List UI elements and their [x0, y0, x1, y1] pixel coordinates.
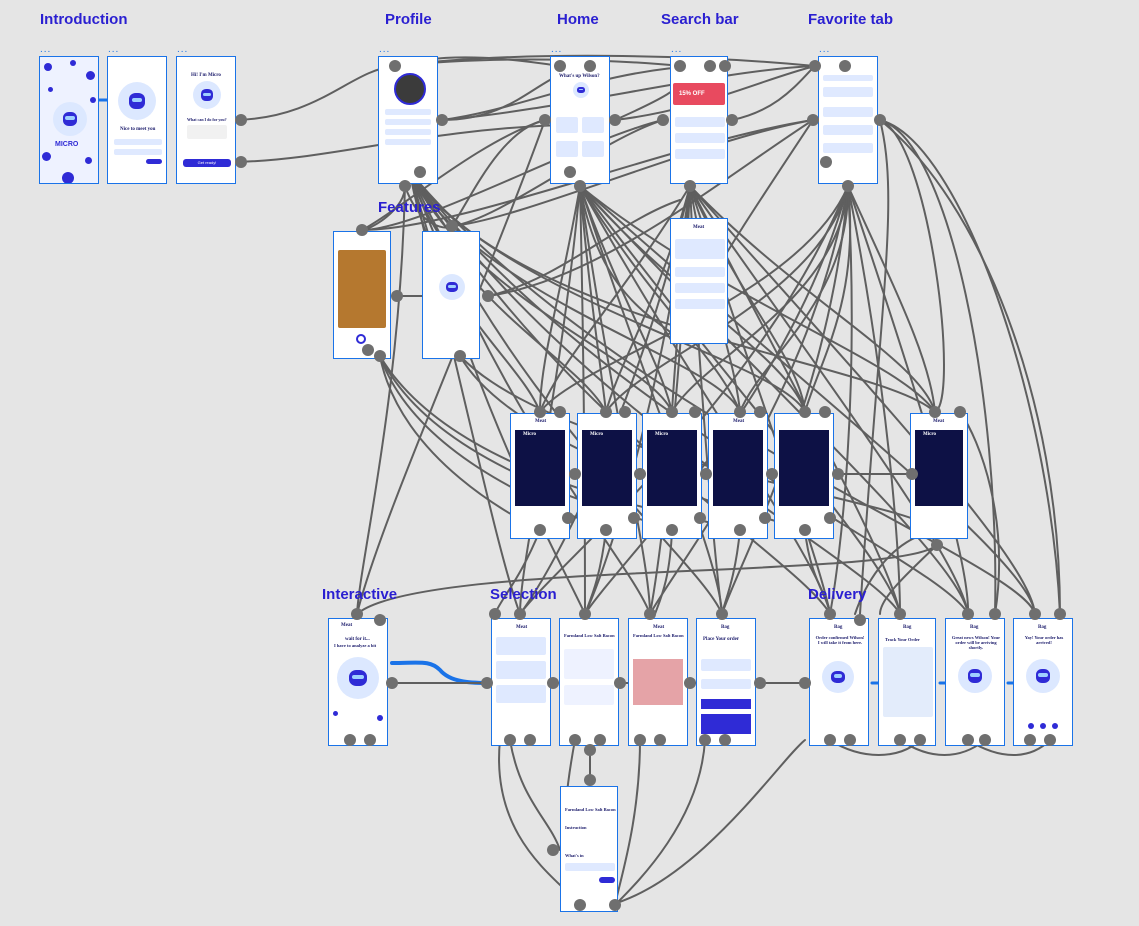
robot-mascot-icon [1026, 659, 1060, 693]
question-text: What can I do for you? [187, 117, 227, 122]
screen-interactive[interactable]: Meat wait for it... I have to analyze a … [328, 618, 388, 746]
track-title: Track Your Order [885, 637, 920, 642]
robot-mascot-icon [822, 661, 854, 693]
frame-menu-icon[interactable]: ... [551, 44, 563, 55]
great-news-text: Great news Wilson! Your order will be ar… [951, 635, 1001, 650]
screen-selection-list[interactable]: Meat [491, 618, 551, 746]
screen-meat-6[interactable]: Meat Micro [910, 413, 968, 539]
screen-meat-3[interactable]: Micro [642, 413, 702, 539]
product-title: Farmland Low Salt Bacon [564, 633, 615, 638]
confirmed-text: Order confirmed Wilson! I will take it f… [815, 635, 865, 645]
micro-label: Micro [523, 432, 536, 437]
robot-mascot-icon [193, 81, 221, 109]
bag-title: Bag [970, 625, 979, 630]
section-label-favorite-tab: Favorite tab [808, 11, 894, 28]
section-label-profile: Profile [385, 11, 432, 28]
place-order-title: Place Your order [703, 637, 740, 642]
robot-mascot-icon [53, 102, 87, 136]
section-label-home: Home [557, 11, 599, 28]
section-label-delivery: Delivery [808, 586, 867, 603]
wait-text: wait for it... [345, 637, 370, 642]
greeting-text: Hi! I'm Micro [191, 73, 221, 78]
robot-mascot-icon [337, 657, 379, 699]
frame-menu-icon[interactable]: ... [40, 44, 52, 55]
logo-text: MICRO [55, 141, 79, 148]
product-title: Farmland Low Salt Bacon [565, 807, 616, 812]
nice-to-meet-text: Nice to meet you [120, 127, 156, 132]
frame-menu-icon[interactable]: ... [379, 44, 391, 55]
screen-product-detail[interactable]: Farmland Low Salt Bacon Instruction What… [560, 786, 618, 912]
screen-feature-camera[interactable] [333, 231, 391, 359]
bag-title: Bag [903, 625, 912, 630]
frame-menu-icon[interactable]: ... [671, 44, 683, 55]
meat-title: Meat [535, 419, 547, 424]
screen-place-order[interactable]: Bag Place Your order [696, 618, 756, 746]
screen-intro-greeting[interactable]: Hi! I'm Micro What can I do for you? Get… [176, 56, 236, 184]
frame-menu-icon[interactable]: ... [819, 44, 831, 55]
screen-arrived[interactable]: Bag Yay! Your order has arrived! [1013, 618, 1073, 746]
arrived-text: Yay! Your order has arrived! [1024, 635, 1064, 645]
product-title: Farmland Low Salt Bacon [633, 633, 684, 638]
screen-track-order[interactable]: Bag Track Your Order [878, 618, 936, 746]
section-label-selection: Selection [490, 586, 557, 603]
bag-title: Bag [721, 625, 730, 630]
section-label-introduction: Introduction [40, 11, 128, 28]
screen-home[interactable]: What's up Wilson? [550, 56, 610, 184]
section-label-search-bar: Search bar [661, 11, 739, 28]
meat-title: Meat [933, 419, 945, 424]
screen-arriving[interactable]: Bag Great news Wilson! Your order will b… [945, 618, 1005, 746]
screen-meat-4[interactable]: Meat [708, 413, 768, 539]
screen-selection-product[interactable]: Farmland Low Salt Bacon [559, 618, 619, 746]
micro-label: Micro [923, 432, 936, 437]
screen-order-confirmed[interactable]: Bag Order confirmed Wilson! I will take … [809, 618, 869, 746]
screen-search-results[interactable]: Meat [670, 218, 728, 344]
promo-banner-text: 15% OFF [679, 91, 705, 97]
home-headline: What's up Wilson? [559, 74, 600, 79]
instruction-heading: Instruction [565, 825, 587, 830]
screen-meat-5[interactable] [774, 413, 834, 539]
screen-favorite[interactable] [818, 56, 878, 184]
screen-meat-2[interactable]: Micro [577, 413, 637, 539]
section-label-interactive: Interactive [322, 586, 398, 603]
screen-feature-scan[interactable] [422, 231, 480, 359]
whats-in-heading: What's in [565, 853, 584, 858]
screen-intro-splash[interactable]: MICRO [39, 56, 99, 184]
robot-mascot-icon [439, 274, 465, 300]
frame-menu-icon[interactable]: ... [177, 44, 189, 55]
meat-title: Meat [733, 419, 745, 424]
next-button[interactable] [146, 159, 162, 164]
screen-profile[interactable] [378, 56, 438, 184]
screen-meat-1[interactable]: Meat Micro [510, 413, 570, 539]
add-button[interactable] [599, 877, 615, 883]
meat-title: Meat [693, 225, 705, 230]
frame-menu-icon[interactable]: ... [108, 44, 120, 55]
screen-selection-photo[interactable]: Meat Farmland Low Salt Bacon [628, 618, 688, 746]
section-label-features: Features [378, 199, 441, 216]
meat-title: Meat [341, 623, 353, 628]
robot-mascot-icon [118, 82, 156, 120]
screen-search[interactable]: 15% OFF [670, 56, 728, 184]
micro-label: Micro [655, 432, 668, 437]
micro-label: Micro [590, 432, 603, 437]
get-ready-button[interactable]: Get ready! [183, 159, 231, 167]
screen-intro-meet[interactable]: Nice to meet you [107, 56, 167, 184]
bag-title: Bag [1038, 625, 1047, 630]
meat-title: Meat [653, 625, 665, 630]
bag-title: Bag [834, 625, 843, 630]
robot-mascot-icon [573, 82, 589, 98]
avatar [394, 73, 426, 105]
robot-mascot-icon [958, 659, 992, 693]
meat-title: Meat [516, 625, 528, 630]
analyze-text: I have to analyze a bit [334, 643, 377, 648]
